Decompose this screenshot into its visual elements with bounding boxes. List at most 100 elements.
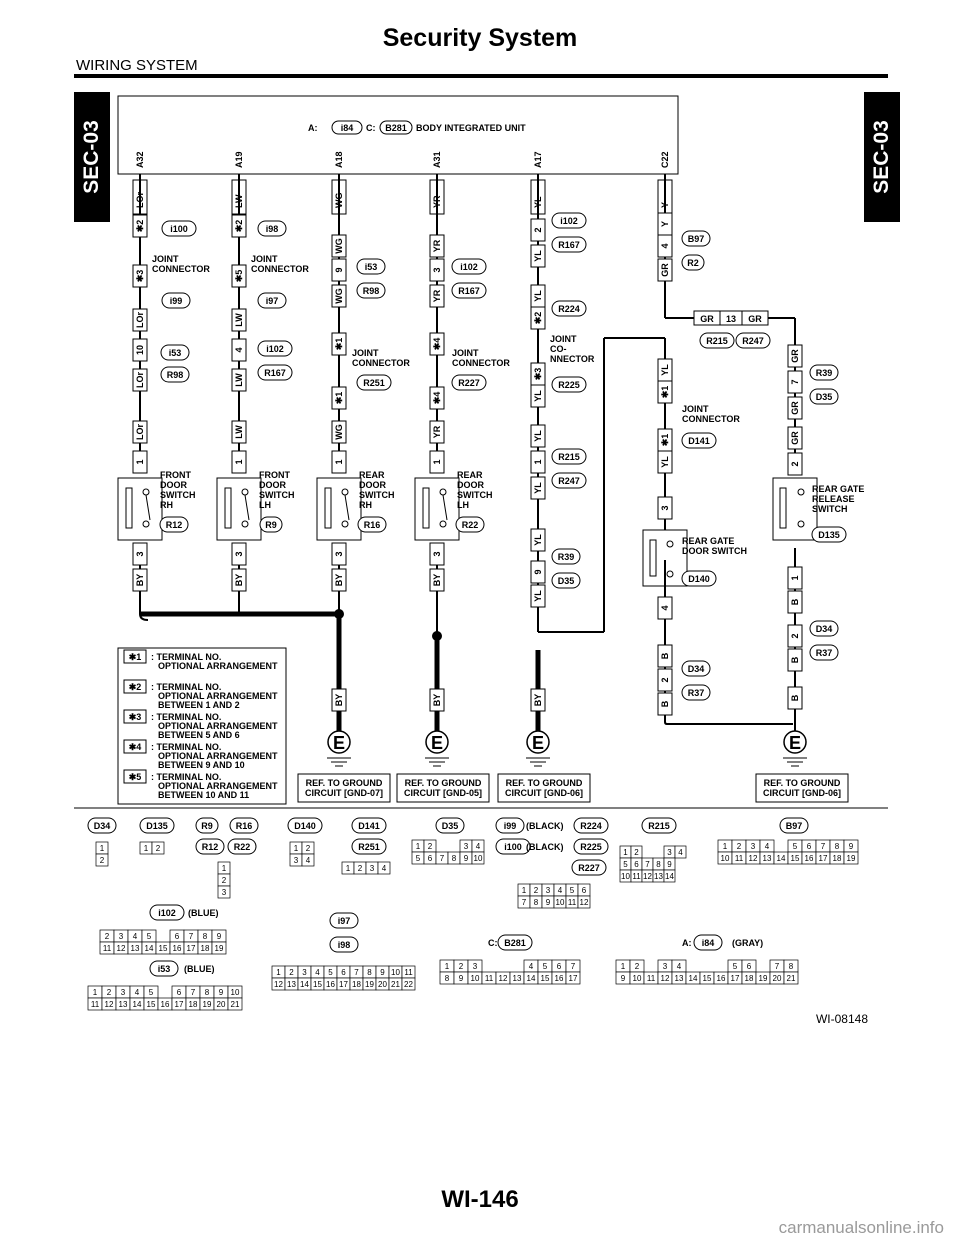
wire-segment-label: B: [657, 692, 673, 716]
svg-text:7: 7: [775, 962, 780, 971]
svg-text:: TERMINAL NO.OPTIONAL ARRANGE: : TERMINAL NO.OPTIONAL ARRANGEMENTBETWEE…: [151, 742, 278, 770]
svg-text:1: 1: [93, 988, 98, 997]
connector-R227: R227: [571, 859, 607, 876]
svg-text:2: 2: [358, 864, 363, 873]
svg-text:11: 11: [568, 898, 577, 907]
svg-text:R215: R215: [648, 821, 670, 831]
wire-segment-label: 3: [657, 496, 673, 520]
svg-text:i99: i99: [170, 296, 183, 306]
svg-text:4: 4: [765, 842, 770, 851]
wire-segment-label: WG: [331, 420, 347, 444]
svg-text:17: 17: [175, 1000, 184, 1009]
wire-segment-label: 3: [231, 542, 247, 566]
connector-B97: B97: [779, 817, 809, 834]
svg-text:1: 1: [533, 459, 543, 464]
svg-text:D35: D35: [816, 392, 833, 402]
svg-text:20: 20: [773, 974, 782, 983]
svg-text:3: 3: [370, 864, 375, 873]
svg-text:9: 9: [380, 968, 385, 977]
svg-text:9: 9: [217, 932, 222, 941]
svg-text:4: 4: [678, 848, 683, 857]
wire-segment-label: 4: [231, 338, 247, 362]
wire-segment-label: ✱4: [429, 332, 445, 356]
wire-segment-label: GR: [787, 344, 803, 368]
wire-segment-label: 4: [657, 234, 673, 258]
svg-text:WG: WG: [334, 238, 344, 254]
watermark: carmanualsonline.info: [778, 1218, 944, 1237]
svg-text:11: 11: [632, 872, 641, 881]
svg-text:10: 10: [621, 872, 630, 881]
svg-text:18: 18: [189, 1000, 198, 1009]
svg-text:R224: R224: [580, 821, 602, 831]
svg-text:4: 4: [135, 988, 140, 997]
svg-text:14: 14: [145, 944, 154, 953]
svg-text:2: 2: [306, 844, 311, 853]
wire-segment-label: 3: [132, 542, 148, 566]
wire-segment-label: GR: [787, 426, 803, 450]
svg-text:15: 15: [147, 1000, 156, 1009]
connector-R167: R167: [451, 282, 487, 299]
svg-text:12: 12: [274, 980, 283, 989]
wire-segment-label: ✱3: [530, 362, 546, 386]
wire-segment-label: 9: [530, 560, 546, 584]
svg-text:10: 10: [391, 968, 400, 977]
connector-R98: R98: [160, 366, 190, 383]
svg-text:8: 8: [452, 854, 457, 863]
svg-text:3: 3: [751, 842, 756, 851]
svg-text:D35: D35: [442, 821, 459, 831]
connector-face: 123: [217, 861, 231, 899]
wire-segment-label: YL: [530, 528, 546, 552]
wire-segment-label: ✱1: [331, 332, 347, 356]
svg-text:R224: R224: [558, 304, 580, 314]
wire-segment-label: YL: [530, 244, 546, 268]
svg-text:YR: YR: [432, 425, 442, 438]
svg-text:6: 6: [807, 842, 812, 851]
svg-text:WG: WG: [334, 424, 344, 440]
svg-text:D140: D140: [688, 574, 710, 584]
svg-text:3: 3: [294, 856, 299, 865]
wire-segment-label: ✱1: [657, 380, 673, 404]
svg-text:i102: i102: [560, 216, 578, 226]
connector-D135: D135: [811, 526, 847, 543]
svg-text:✱1: ✱1: [129, 652, 142, 662]
unit-a-label: A:: [308, 123, 318, 133]
svg-text:✱2: ✱2: [533, 312, 543, 325]
connector-D141: D141: [681, 432, 717, 449]
svg-text:3: 3: [667, 848, 672, 857]
connector-R9: R9: [195, 817, 219, 834]
svg-text:i102: i102: [158, 908, 176, 918]
svg-text:12: 12: [643, 872, 652, 881]
svg-text:R37: R37: [816, 648, 833, 658]
svg-text:R225: R225: [558, 380, 580, 390]
svg-text:5: 5: [416, 854, 421, 863]
wire-segment-label: B: [787, 648, 803, 672]
svg-text:1: 1: [432, 459, 442, 464]
svg-text:7: 7: [354, 968, 359, 977]
svg-text:1: 1: [334, 459, 344, 464]
connector-B97: B97: [681, 230, 711, 247]
connector-D140: D140: [287, 817, 323, 834]
svg-text:YL: YL: [660, 456, 670, 468]
svg-text:GR: GR: [790, 349, 800, 363]
connector-i97: i97: [329, 912, 359, 929]
svg-text:A17: A17: [533, 151, 543, 168]
svg-text:8: 8: [203, 932, 208, 941]
connector-i98: i98: [257, 220, 287, 237]
svg-text:16: 16: [717, 974, 726, 983]
svg-text:2: 2: [222, 876, 227, 885]
wire-segment-label: B: [787, 686, 803, 710]
svg-text:✱3: ✱3: [135, 270, 145, 283]
svg-text:3: 3: [119, 932, 124, 941]
svg-text:9: 9: [219, 988, 224, 997]
svg-text:i100: i100: [504, 842, 522, 852]
svg-text:: TERMINAL NO.OPTIONAL ARRANGE: : TERMINAL NO.OPTIONAL ARRANGEMENTBETWEE…: [151, 712, 278, 740]
svg-text:2: 2: [635, 962, 640, 971]
svg-text:1: 1: [144, 844, 149, 853]
svg-text:R167: R167: [558, 240, 580, 250]
